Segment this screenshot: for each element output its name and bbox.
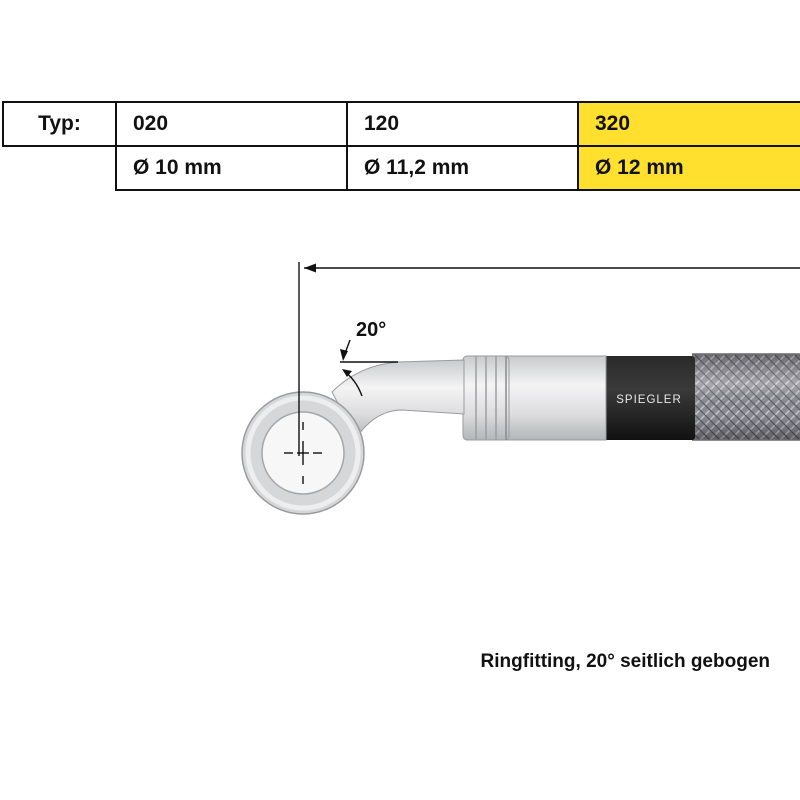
type-cell-020: 020 xyxy=(115,101,348,147)
center-crosshair xyxy=(284,422,322,484)
length-dimension xyxy=(298,262,800,456)
caption: Ringfitting, 20° seitlich gebogen xyxy=(480,651,770,672)
diameter-cell-320: Ø 12 mm xyxy=(577,145,800,191)
spec-table: Typ: 020 120 320 Ø 10 mm Ø 11,2 mm Ø 12 … xyxy=(2,101,800,191)
type-cell-120: 120 xyxy=(346,101,579,147)
empty-cell xyxy=(3,146,117,190)
type-row: Typ: 020 120 320 xyxy=(2,101,800,147)
angle-label: 20° xyxy=(356,319,386,341)
sleeve: SPIEGLER xyxy=(603,356,695,440)
type-label: Typ: xyxy=(2,101,117,147)
diameter-row: Ø 10 mm Ø 11,2 mm Ø 12 mm xyxy=(3,145,800,191)
braided-hose xyxy=(692,353,800,441)
brand-label: SPIEGLER xyxy=(616,394,682,406)
angle-annotation xyxy=(340,339,398,397)
type-cell-320: 320 xyxy=(577,101,800,147)
diameter-cell-120: Ø 11,2 mm xyxy=(346,145,579,191)
ferrule xyxy=(462,355,607,441)
diameter-cell-020: Ø 10 mm xyxy=(115,145,348,191)
